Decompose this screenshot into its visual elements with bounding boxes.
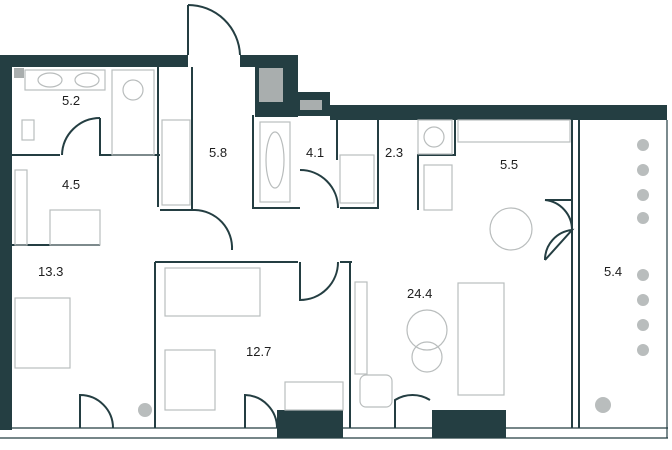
balcony-plants [138, 139, 649, 417]
room-area-bedroom-1: 13.3 [38, 264, 63, 279]
room-area-dressing-room: 4.5 [62, 177, 80, 192]
room-labels: 5.2 5.8 4.1 2.3 5.5 4.5 13.3 24.4 12.7 5… [38, 93, 622, 359]
interior-walls [12, 67, 580, 428]
room-area-kitchen: 5.5 [500, 157, 518, 172]
doors [61, 4, 575, 429]
room-area-bedroom-2: 12.7 [246, 344, 271, 359]
bottom-facade [0, 120, 668, 439]
room-area-living-room: 24.4 [407, 286, 432, 301]
room-area-utility: 2.3 [385, 145, 403, 160]
exterior-walls [0, 55, 667, 438]
room-area-balcony: 5.4 [604, 264, 622, 279]
room-area-bathroom-1: 5.2 [62, 93, 80, 108]
room-area-bathroom-2: 4.1 [306, 145, 324, 160]
room-area-hallway: 5.8 [209, 145, 227, 160]
furniture [14, 69, 571, 411]
